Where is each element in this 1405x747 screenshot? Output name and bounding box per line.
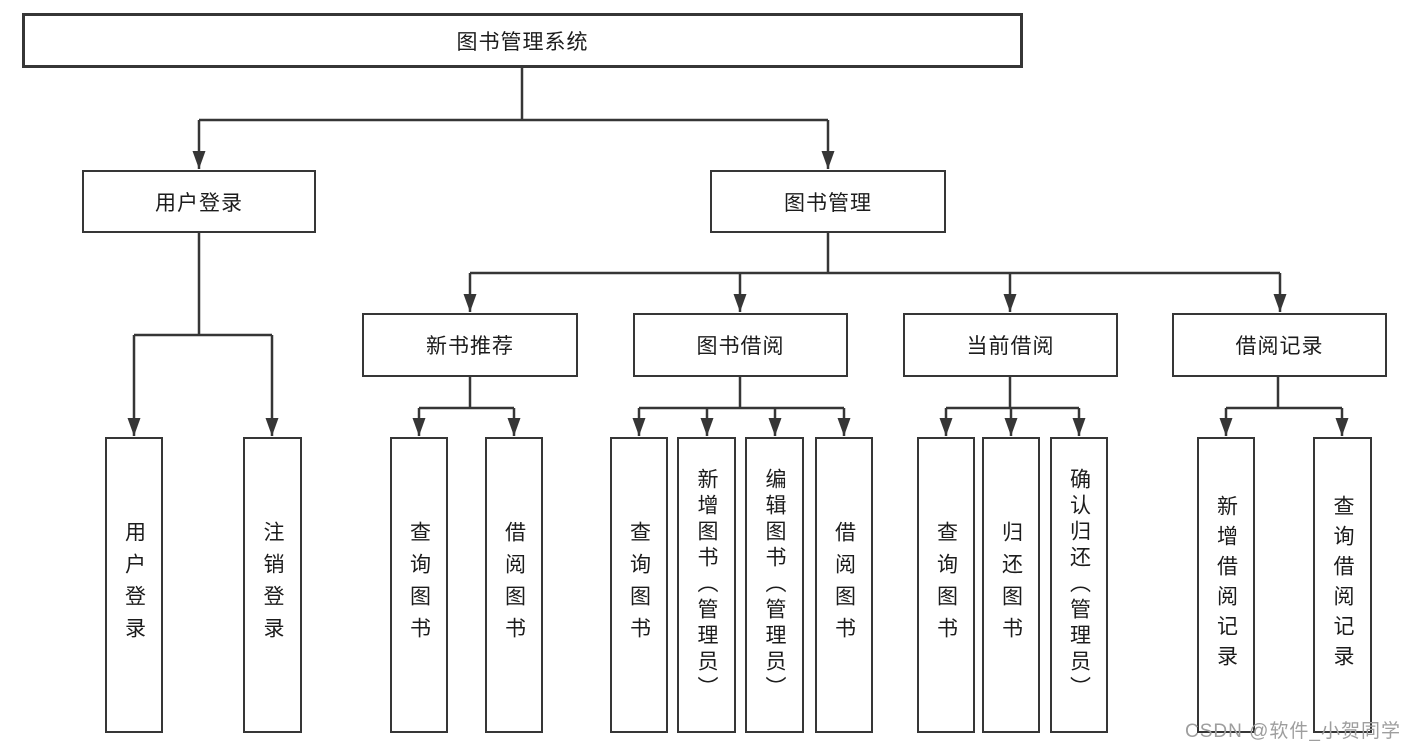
leaf-user-login: 用户登录: [105, 437, 163, 733]
leaf-query-book-recommend-label: 查询图书: [407, 521, 431, 649]
node-current-borrow-label: 当前借阅: [966, 335, 1055, 358]
leaf-query-book-current-label: 查询图书: [934, 521, 958, 649]
leaf-add-borrow-record-label: 新增借阅记录: [1214, 495, 1238, 675]
leaf-query-book-borrow: 查询图书: [610, 437, 668, 733]
node-root: 图书管理系统: [22, 13, 1023, 68]
leaf-query-book-recommend: 查询图书: [390, 437, 448, 733]
leaf-confirm-return-admin: 确认归还（管理员）: [1050, 437, 1108, 733]
leaf-logout-label: 注销登录: [261, 521, 284, 649]
leaf-add-borrow-record: 新增借阅记录: [1197, 437, 1255, 733]
leaf-user-login-label: 用户登录: [122, 521, 146, 649]
node-book-borrow: 图书借阅: [633, 313, 848, 377]
leaf-borrow-book-recommend: 借阅图书: [485, 437, 543, 733]
watermark: CSDN @软件_小贺同学: [1185, 721, 1401, 742]
leaf-borrow-book-label: 借阅图书: [832, 521, 856, 649]
leaf-add-book-admin-label: 新增图书（管理员）: [695, 468, 718, 702]
leaf-query-book-borrow-label: 查询图书: [627, 521, 651, 649]
node-borrow-records: 借阅记录: [1172, 313, 1387, 377]
node-book-borrow-label: 图书借阅: [696, 335, 785, 358]
node-borrow-records-label: 借阅记录: [1235, 335, 1324, 358]
leaf-add-book-admin: 新增图书（管理员）: [677, 437, 736, 733]
node-user-login-label: 用户登录: [155, 191, 243, 215]
node-new-book-recommend: 新书推荐: [362, 313, 578, 377]
node-book-management-label: 图书管理: [784, 191, 872, 215]
node-current-borrow: 当前借阅: [903, 313, 1118, 377]
node-book-management: 图书管理: [710, 170, 946, 233]
leaf-edit-book-admin: 编辑图书（管理员）: [745, 437, 804, 733]
leaf-return-book: 归还图书: [982, 437, 1040, 733]
leaf-logout: 注销登录: [243, 437, 302, 733]
node-user-login: 用户登录: [82, 170, 316, 233]
leaf-query-book-current: 查询图书: [917, 437, 975, 733]
leaf-query-borrow-record-label: 查询借阅记录: [1331, 495, 1354, 675]
leaf-query-borrow-record: 查询借阅记录: [1313, 437, 1372, 733]
leaf-confirm-return-admin-label: 确认归还（管理员）: [1067, 468, 1091, 702]
node-root-label: 图书管理系统: [456, 30, 589, 54]
leaf-borrow-book-recommend-label: 借阅图书: [502, 521, 526, 649]
leaf-return-book-label: 归还图书: [999, 521, 1023, 649]
leaf-edit-book-admin-label: 编辑图书（管理员）: [763, 468, 786, 702]
leaf-borrow-book: 借阅图书: [815, 437, 873, 733]
node-new-book-recommend-label: 新书推荐: [426, 335, 514, 358]
